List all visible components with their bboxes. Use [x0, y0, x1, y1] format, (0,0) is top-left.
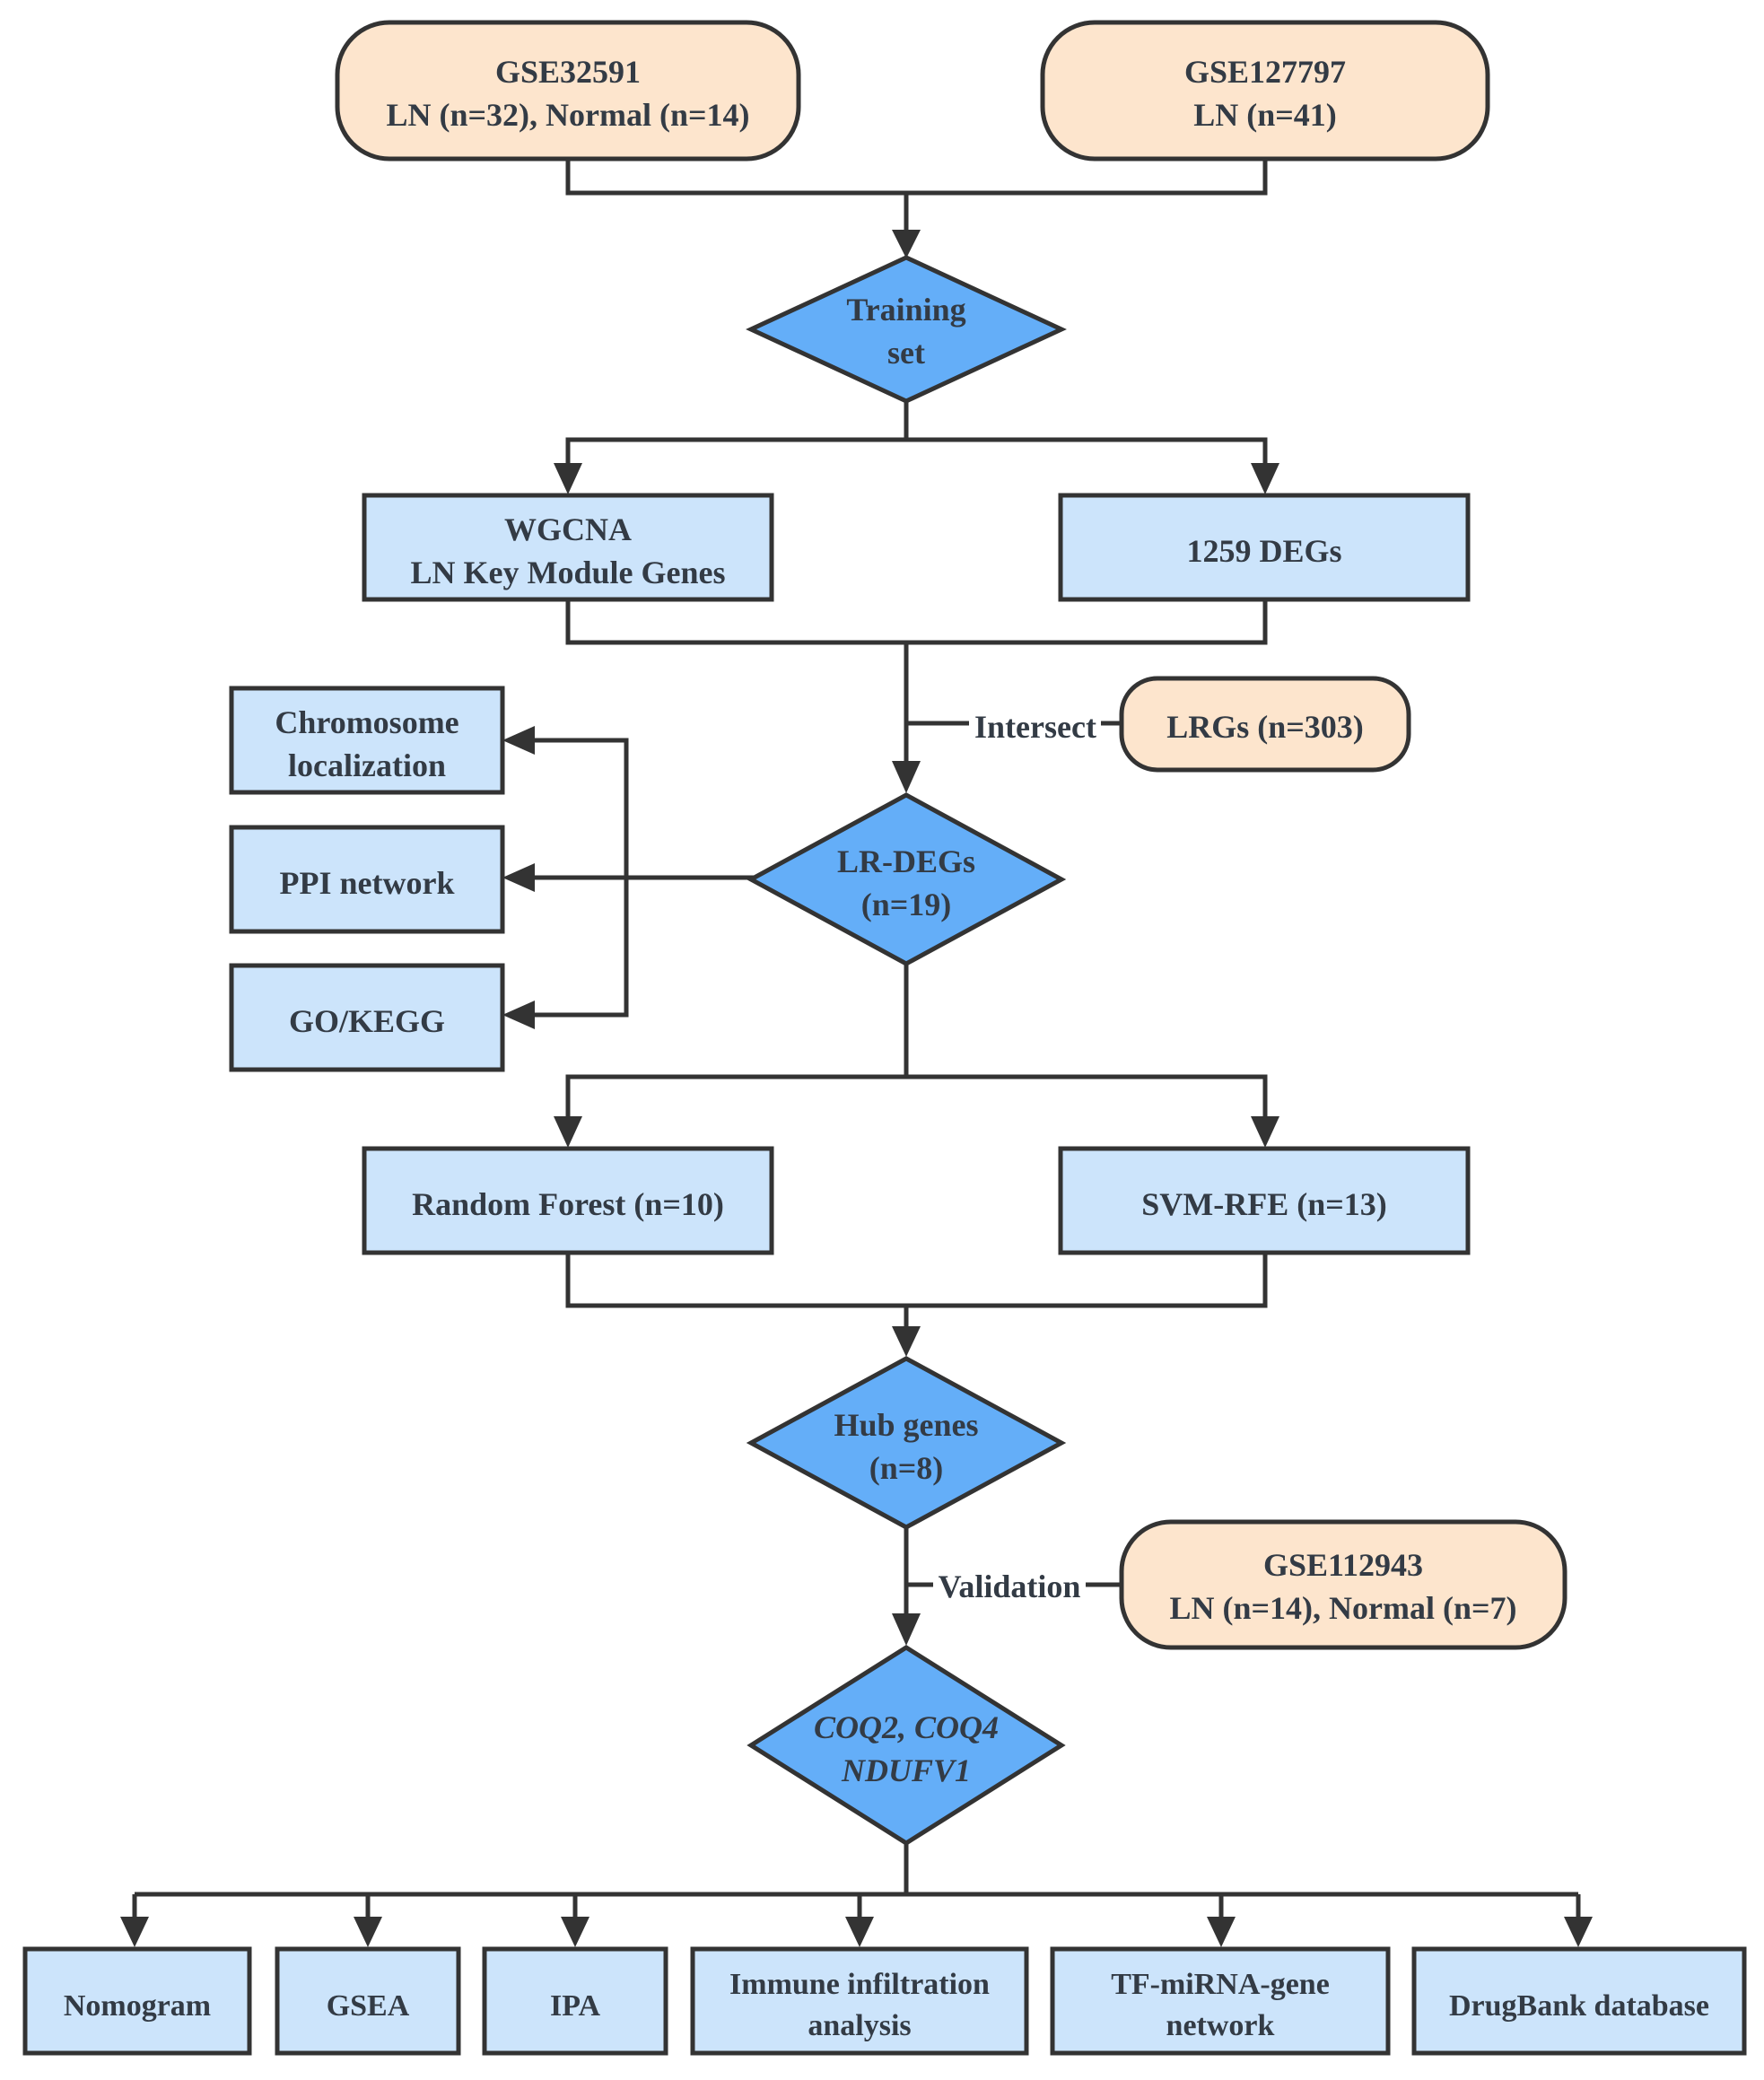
process-wgcna: WGCNA LN Key Module Genes	[362, 493, 774, 602]
arrowhead-final	[892, 1613, 921, 1646]
output-tf-mirna-gene: TF-miRNA-gene network	[1050, 1946, 1391, 2056]
arrowhead-ppi	[502, 863, 535, 892]
tf-mirna-line2: network	[1166, 2009, 1275, 2042]
dataset-gse127797-samples: LN (n=41)	[1193, 97, 1337, 133]
dataset-gse127797-title: GSE127797	[1184, 54, 1346, 90]
connector-rf-merge	[565, 1253, 906, 1308]
ipa-label: IPA	[550, 1989, 600, 2023]
ppi-label: PPI network	[280, 865, 455, 901]
connector-lrdegs-svm	[906, 1074, 1268, 1118]
tf-mirna-line1: TF-miRNA-gene	[1111, 1968, 1330, 2001]
arrowhead-hub	[892, 1326, 921, 1357]
arrowhead-ipa	[561, 1917, 589, 1947]
decision-lr-degs: LR-DEGs (n=19)	[746, 792, 1067, 966]
dataset-gse32591: GSE32591 LN (n=32), Normal (n=14)	[335, 20, 801, 162]
final-genes-line1: COQ2, COQ4	[814, 1709, 999, 1745]
dataset-lrgs: LRGs (n=303)	[1119, 676, 1411, 773]
gsea-label: GSEA	[327, 1989, 410, 2023]
wgcna-title: WGCNA	[504, 511, 632, 547]
arrowhead-tf	[1207, 1917, 1236, 1947]
output-gsea: GSEA	[275, 1946, 461, 2056]
dataset-gse112943-samples: LN (n=14), Normal (n=7)	[1170, 1590, 1517, 1626]
connector-degs-merge	[906, 601, 1268, 645]
chromosome-line2: localization	[288, 747, 446, 783]
connector-training-wgcna	[565, 437, 906, 465]
dataset-gse32591-samples: LN (n=32), Normal (n=14)	[387, 97, 750, 133]
dataset-gse112943-title: GSE112943	[1263, 1547, 1423, 1583]
arrowhead-svm	[1251, 1116, 1279, 1148]
decision-final-genes: COQ2, COQ4 NDUFV1	[747, 1645, 1066, 1846]
random-forest-label: Random Forest (n=10)	[412, 1186, 724, 1222]
arrowhead-wgcna	[554, 463, 582, 494]
degs-label: 1259 DEGs	[1186, 533, 1341, 569]
connector-gse32591-training	[565, 160, 906, 196]
arrowhead-nomogram	[120, 1917, 149, 1947]
decision-training-set: Training set	[746, 255, 1067, 404]
chromosome-line1: Chromosome	[275, 704, 458, 740]
training-set-line2: set	[887, 335, 925, 371]
dataset-gse32591-title: GSE32591	[495, 54, 641, 90]
connector-gse127797-training	[906, 160, 1268, 196]
gokegg-label: GO/KEGG	[289, 1003, 445, 1039]
process-random-forest: Random Forest (n=10)	[362, 1146, 774, 1255]
dataset-gse127797: GSE127797 LN (n=41)	[1040, 20, 1490, 162]
nomogram-label: Nomogram	[64, 1989, 211, 2023]
connector-lrdegs-rf	[565, 1074, 906, 1118]
output-drugbank: DrugBank database	[1411, 1946, 1747, 2056]
drugbank-label: DrugBank database	[1449, 1989, 1709, 2023]
output-immune-infiltration: Immune infiltration analysis	[690, 1946, 1029, 2056]
dataset-gse112943: GSE112943 LN (n=14), Normal (n=7)	[1119, 1519, 1568, 1650]
arrowhead-lrdegs	[892, 761, 921, 793]
arrowhead-drugbank	[1564, 1917, 1593, 1947]
arrowhead-gokegg	[502, 1001, 535, 1029]
output-nomogram: Nomogram	[22, 1946, 252, 2056]
wgcna-subtitle: LN Key Module Genes	[411, 555, 726, 590]
arrowhead-training	[892, 230, 921, 258]
arrowhead-immune	[845, 1917, 874, 1947]
arrowhead-rf	[554, 1116, 582, 1148]
process-gokegg: GO/KEGG	[229, 963, 505, 1072]
process-chromosome-localization: Chromosome localization	[229, 686, 505, 795]
connector-side-bus	[529, 738, 629, 1018]
connector-training-degs	[906, 437, 1268, 465]
process-degs: 1259 DEGs	[1058, 493, 1471, 602]
lr-degs-line1: LR-DEGs	[837, 843, 975, 879]
training-set-line1: Training	[846, 292, 965, 328]
hub-genes-line2: (n=8)	[869, 1450, 944, 1486]
connector-svm-merge	[906, 1253, 1268, 1308]
connectors	[120, 160, 1593, 1947]
arrowhead-degs	[1251, 463, 1279, 494]
arrowhead-chromosome	[502, 726, 535, 755]
lrgs-label: LRGs (n=303)	[1166, 709, 1364, 745]
immune-line1: Immune infiltration	[729, 1968, 990, 2001]
connector-wgcna-merge	[565, 601, 906, 645]
svm-rfe-label: SVM-RFE (n=13)	[1141, 1186, 1387, 1222]
process-svm-rfe: SVM-RFE (n=13)	[1058, 1146, 1471, 1255]
immune-line2: analysis	[808, 2009, 911, 2042]
output-ipa: IPA	[482, 1946, 668, 2056]
hub-genes-line1: Hub genes	[834, 1407, 978, 1443]
edge-label-intersect: Intersect	[974, 709, 1096, 745]
edge-label-validation: Validation	[939, 1569, 1081, 1604]
arrowhead-gsea	[354, 1917, 382, 1947]
decision-hub-genes: Hub genes (n=8)	[746, 1356, 1067, 1530]
lr-degs-line2: (n=19)	[861, 887, 952, 922]
process-ppi-network: PPI network	[229, 825, 505, 934]
final-genes-line2: NDUFV1	[841, 1752, 971, 1788]
